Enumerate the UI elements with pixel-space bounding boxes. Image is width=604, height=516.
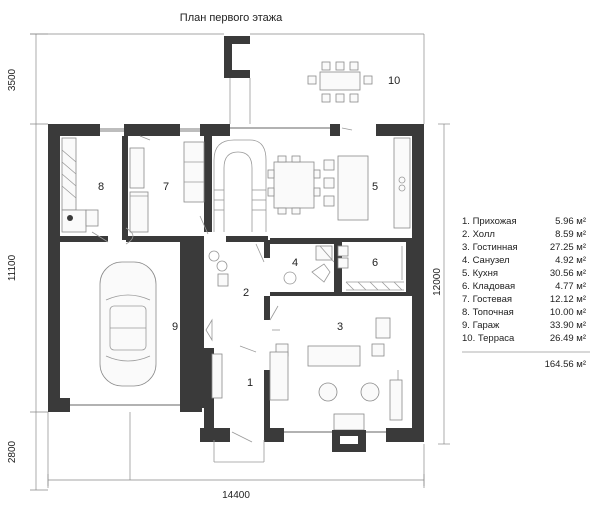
legend-row-7: 7. Гостевая [462, 294, 512, 305]
dimension-lines [30, 33, 450, 491]
legend-row-4: 4. Санузел [462, 255, 510, 266]
pantry [345, 246, 404, 291]
kitchen [267, 137, 411, 229]
legend-total: 164.56 м² [545, 359, 586, 370]
dim-width: 14400 [222, 490, 250, 501]
legend-area-7: 12.12 м² [550, 294, 586, 305]
room-number-2: 2 [243, 287, 249, 299]
dim-top-offset: 3500 [7, 68, 18, 91]
room-number-3: 3 [337, 321, 343, 333]
living-room [271, 317, 403, 452]
room-number-5: 5 [372, 181, 378, 193]
legend-area-6: 4.77 м² [555, 281, 586, 292]
legend-area-8: 10.00 м² [550, 307, 586, 318]
legend-area-1: 5.96 м² [555, 216, 586, 227]
exterior-walls [48, 124, 424, 442]
plan-title: План первого этажа [180, 12, 283, 24]
hall [205, 250, 229, 342]
bathroom [283, 245, 349, 285]
legend-row-2: 2. Холл [462, 229, 495, 240]
legend-row-1: 1. Прихожая [462, 216, 517, 227]
room-number-10: 10 [388, 75, 400, 87]
garage-car [99, 261, 157, 387]
legend-row-10: 10. Терраса [462, 333, 515, 344]
dim-right-height: 12000 [432, 268, 443, 296]
room-number-1: 1 [247, 377, 253, 389]
room-number-9: 9 [172, 321, 178, 333]
legend-row-8: 8. Топочная [462, 307, 514, 318]
room-number-8: 8 [98, 181, 104, 193]
legend-area-10: 26.49 м² [550, 333, 586, 344]
legend-row-9: 9. Гараж [462, 320, 500, 331]
room-number-6: 6 [372, 257, 378, 269]
legend-area-2: 8.59 м² [555, 229, 586, 240]
boiler-room [61, 137, 99, 233]
entrance [211, 329, 289, 463]
staircase [213, 139, 267, 232]
door-swings [91, 127, 353, 443]
legend-row-3: 3. Гостинная [462, 242, 518, 253]
dim-bottom-offset: 2800 [7, 440, 18, 463]
legend-area-3: 27.25 м² [550, 242, 586, 253]
legend-area-5: 30.56 м² [550, 268, 586, 279]
dim-height: 11100 [7, 254, 18, 281]
interior-walls [60, 136, 412, 430]
area-legend: 1. Прихожая 5.96 м² 2. Холл 8.59 м² 3. Г… [462, 216, 590, 370]
terrace-pillar [224, 36, 251, 124]
legend-area-4: 4.92 м² [555, 255, 586, 266]
guest-room [129, 141, 205, 233]
legend-row-5: 5. Кухня [462, 268, 498, 279]
terrace-table [307, 61, 373, 103]
legend-row-6: 6. Кладовая [462, 281, 515, 292]
room-number-4: 4 [292, 257, 298, 269]
room-number-7: 7 [163, 181, 169, 193]
legend-area-9: 33.90 м² [550, 320, 586, 331]
